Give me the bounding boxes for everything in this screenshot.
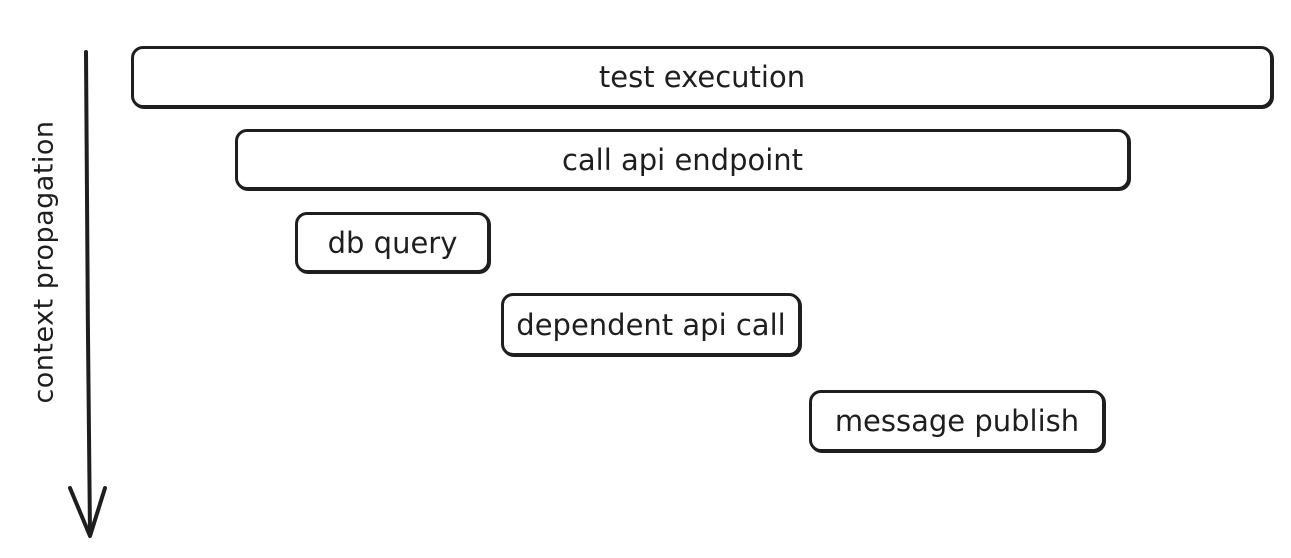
span-call-api-endpoint[interactable]: call api endpoint — [235, 129, 1130, 190]
span-message-publish[interactable]: message publish — [809, 390, 1105, 452]
span-dependent-api-call[interactable]: dependent api call — [501, 293, 801, 356]
span-label: dependent api call — [516, 307, 786, 342]
span-label: db query — [327, 225, 458, 260]
axis-label: context propagation — [28, 120, 60, 404]
arrow-head — [68, 486, 107, 538]
span-db-query[interactable]: db query — [295, 212, 490, 273]
span-label: message publish — [834, 404, 1080, 438]
span-test-execution[interactable]: test execution — [131, 46, 1273, 108]
arrow-shaft — [84, 50, 92, 537]
span-label: test execution — [598, 60, 806, 94]
span-label: call api endpoint — [561, 142, 804, 177]
